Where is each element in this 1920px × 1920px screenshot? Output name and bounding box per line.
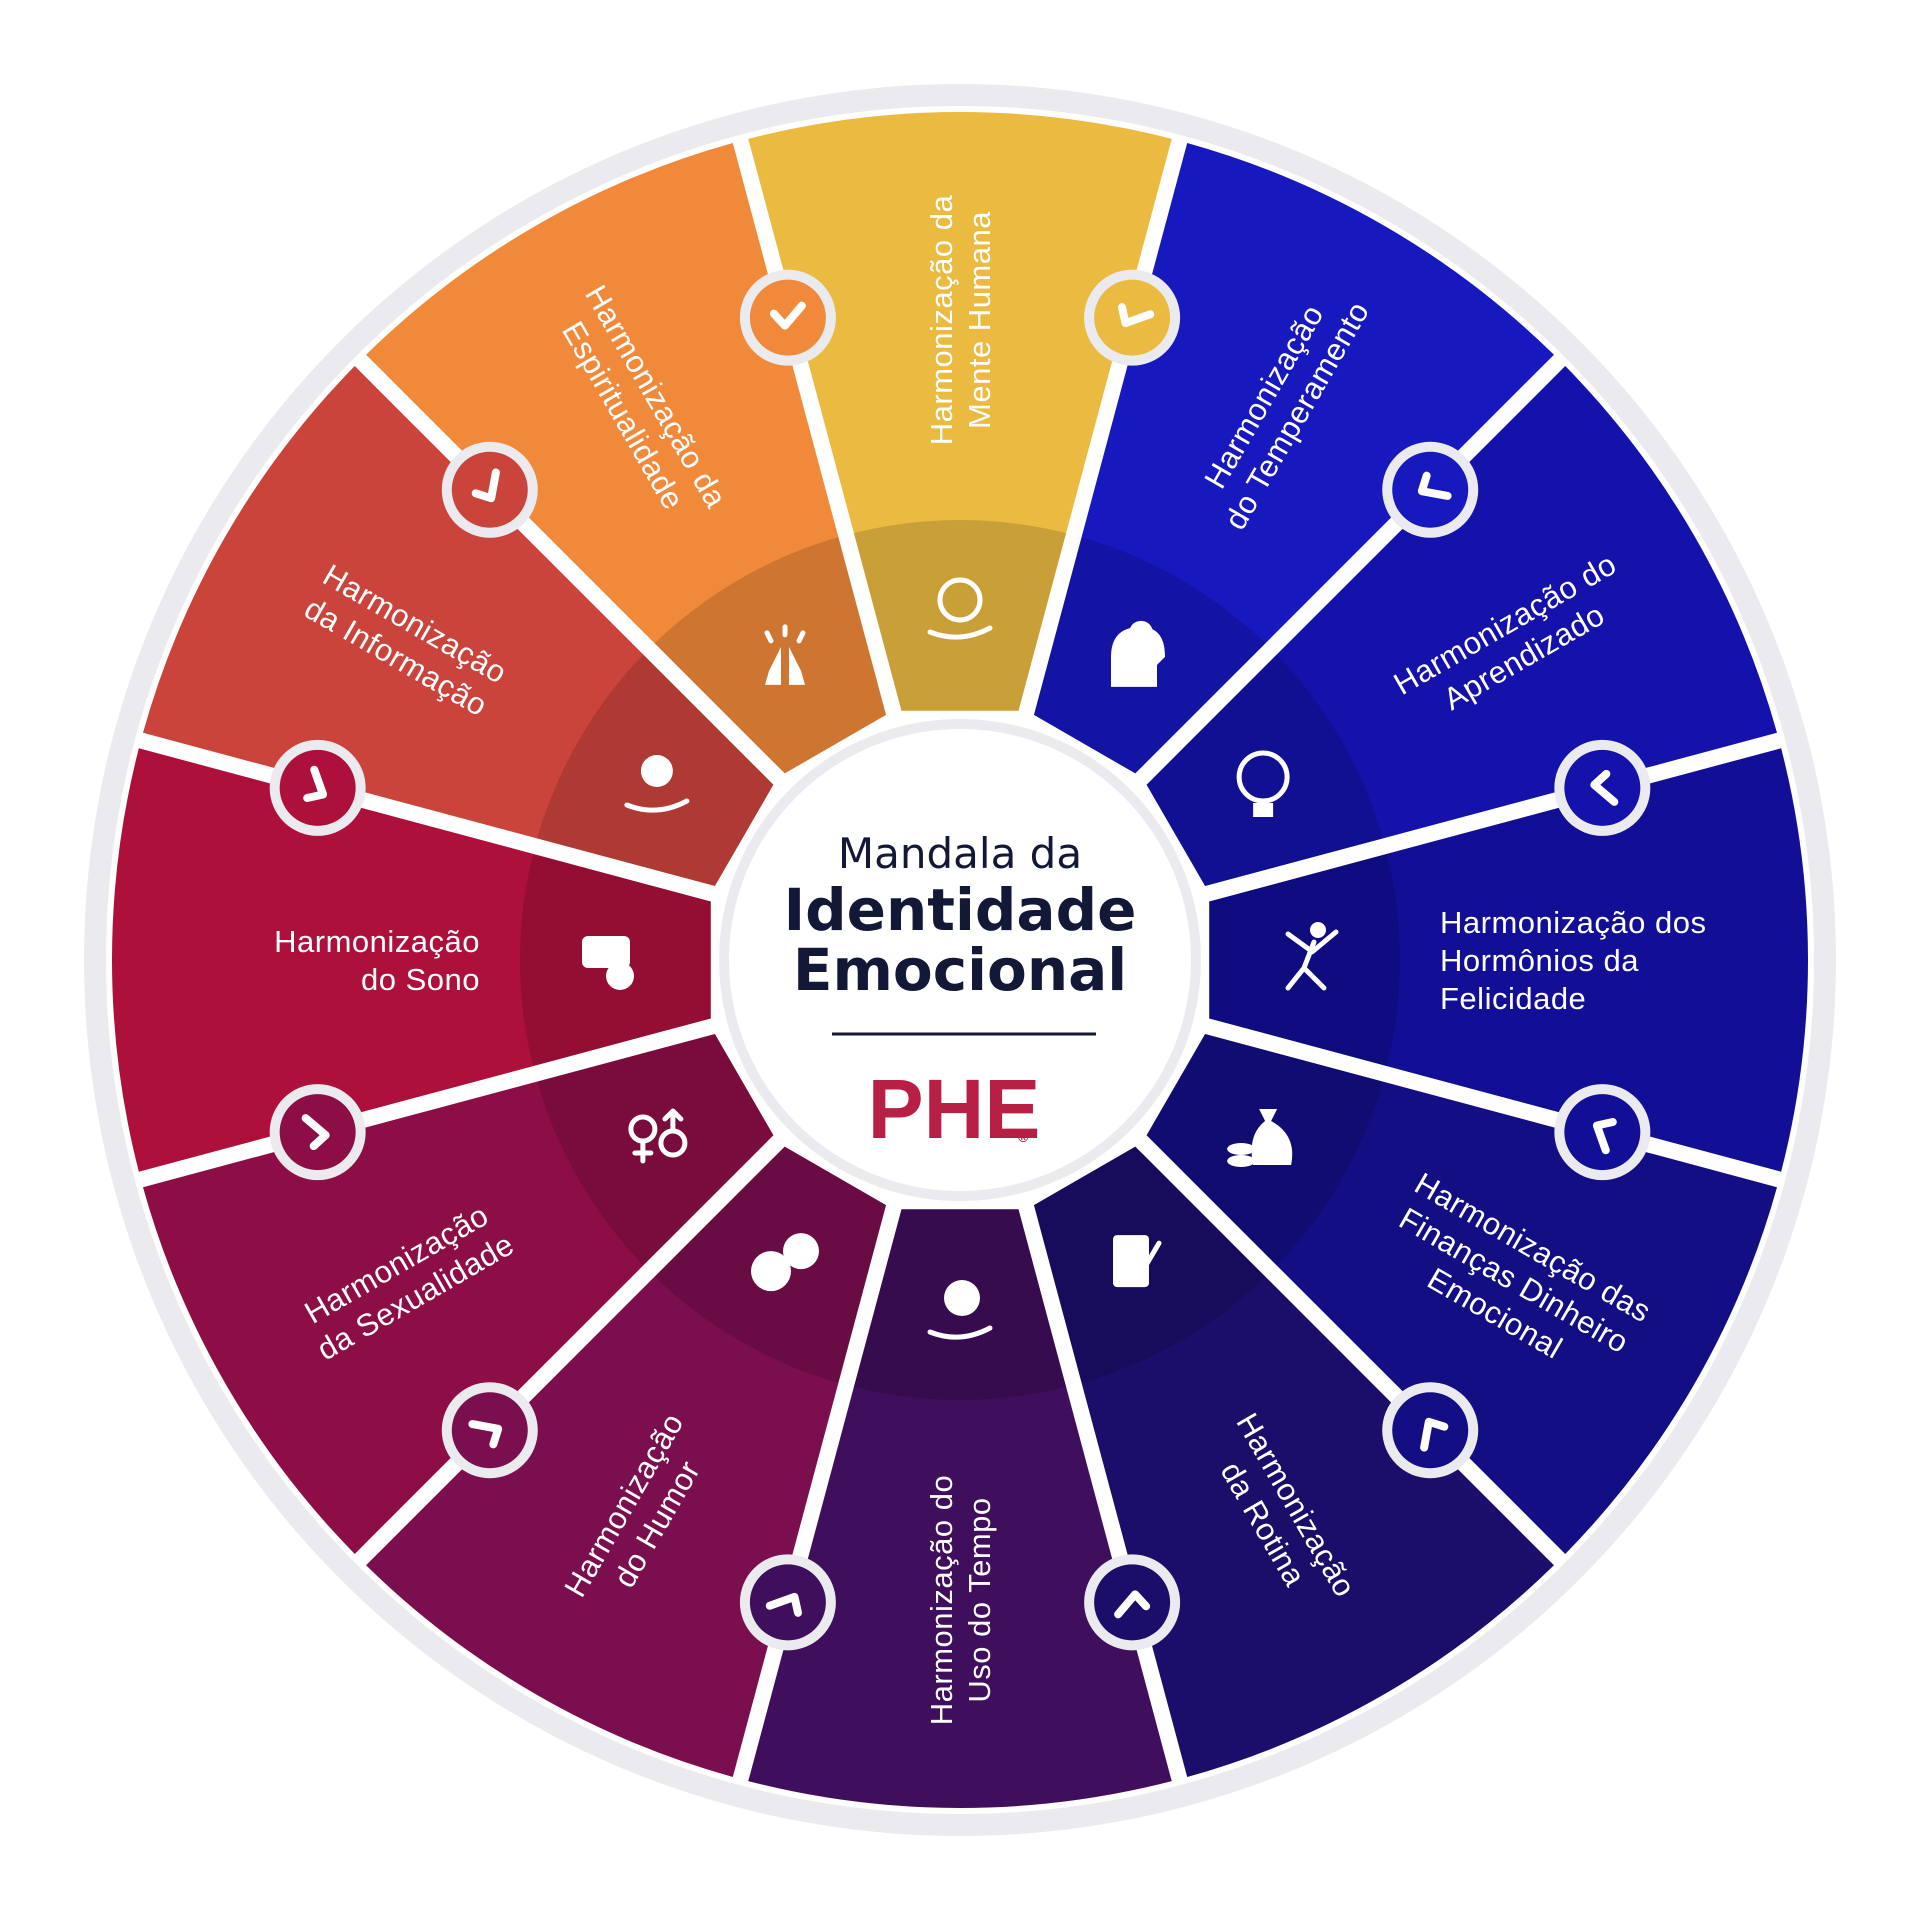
connector-check-icon (1592, 1117, 1617, 1155)
connector-check-icon (769, 301, 806, 330)
segment-label-line: Harmonização da (924, 195, 959, 446)
connector-node (441, 441, 538, 538)
connector-check-icon (1420, 1417, 1449, 1452)
segment-label-line: Uso do Tempo (962, 1497, 997, 1702)
segment-uso-do-tempo (748, 1209, 1172, 1808)
title-line-2: Identidade (784, 876, 1137, 944)
head-storm-icon (1111, 620, 1165, 687)
connector-node (1554, 1084, 1651, 1181)
connector-node (441, 1382, 538, 1479)
segment-inner-band-sexualidade (537, 1033, 774, 1266)
center-circle (719, 719, 1201, 1201)
icons-layer (582, 577, 1339, 1340)
praying-hands-icon (764, 624, 806, 685)
connector-check-icon (765, 1592, 803, 1617)
title-line-3: Emocional (793, 936, 1127, 1004)
segment-inner-band-rotina (1033, 1146, 1266, 1383)
brain-lightbulb-icon (1236, 750, 1290, 817)
connector-check-icon (303, 765, 328, 803)
connector-check-icon (1590, 769, 1619, 806)
segment-inner-band-mente-humana (853, 520, 1067, 711)
connector-check-icon (471, 468, 500, 503)
connectors-layer (269, 269, 1651, 1651)
segment-label-line: Harmonização (274, 924, 480, 959)
center-hub: Mandala da Identidade Emocional PHE ® (719, 719, 1201, 1201)
segment-hormonios (1209, 748, 1808, 1172)
info-in-hand-icon (624, 755, 690, 813)
connector-check-icon (1417, 471, 1452, 500)
sleep-clock-icon (582, 936, 634, 990)
connector-node (739, 269, 836, 366)
money-bag-icon (1227, 1109, 1293, 1167)
segment-label-line: Hormônios da (1440, 943, 1639, 978)
segment-label-line: Harmonização dos (1440, 905, 1706, 940)
connector-node (1554, 739, 1651, 836)
connector-check-icon (468, 1420, 503, 1449)
brand-logo: PHE (868, 1062, 1041, 1156)
mood-faces-icon (751, 1233, 819, 1292)
segment-inner-band-aprendizado (1146, 654, 1383, 887)
segment-label-line: do Sono (361, 962, 480, 997)
connector-check-icon (301, 1114, 330, 1151)
connector-node (1382, 441, 1479, 538)
connector-node (1084, 269, 1181, 366)
title-line-1: Mandala da (838, 829, 1082, 878)
clock-in-hand-icon (927, 1280, 993, 1340)
segment-sono (111, 748, 711, 1172)
segment-label-line: Felicidade (1440, 981, 1586, 1016)
connector-check-icon (1117, 303, 1155, 328)
connector-node (1382, 1382, 1479, 1479)
clipboard-icon (1113, 1235, 1162, 1288)
segment-mente-humana (748, 112, 1172, 711)
segment-label-line: Harmonização do (924, 1475, 959, 1725)
gender-symbols-icon (628, 1108, 688, 1164)
jumping-person-icon (1285, 922, 1339, 991)
segment-label-line: Mente Humana (962, 211, 997, 429)
connector-node (1084, 1554, 1181, 1651)
connector-node (269, 1084, 366, 1181)
connector-node (739, 1554, 836, 1651)
connector-node (269, 739, 366, 836)
brain-in-hand-icon (927, 577, 993, 640)
brand-registered-mark: ® (1018, 1129, 1029, 1145)
segment-inner-band-espiritualidade (654, 537, 887, 774)
connector-check-icon (1114, 1590, 1151, 1619)
